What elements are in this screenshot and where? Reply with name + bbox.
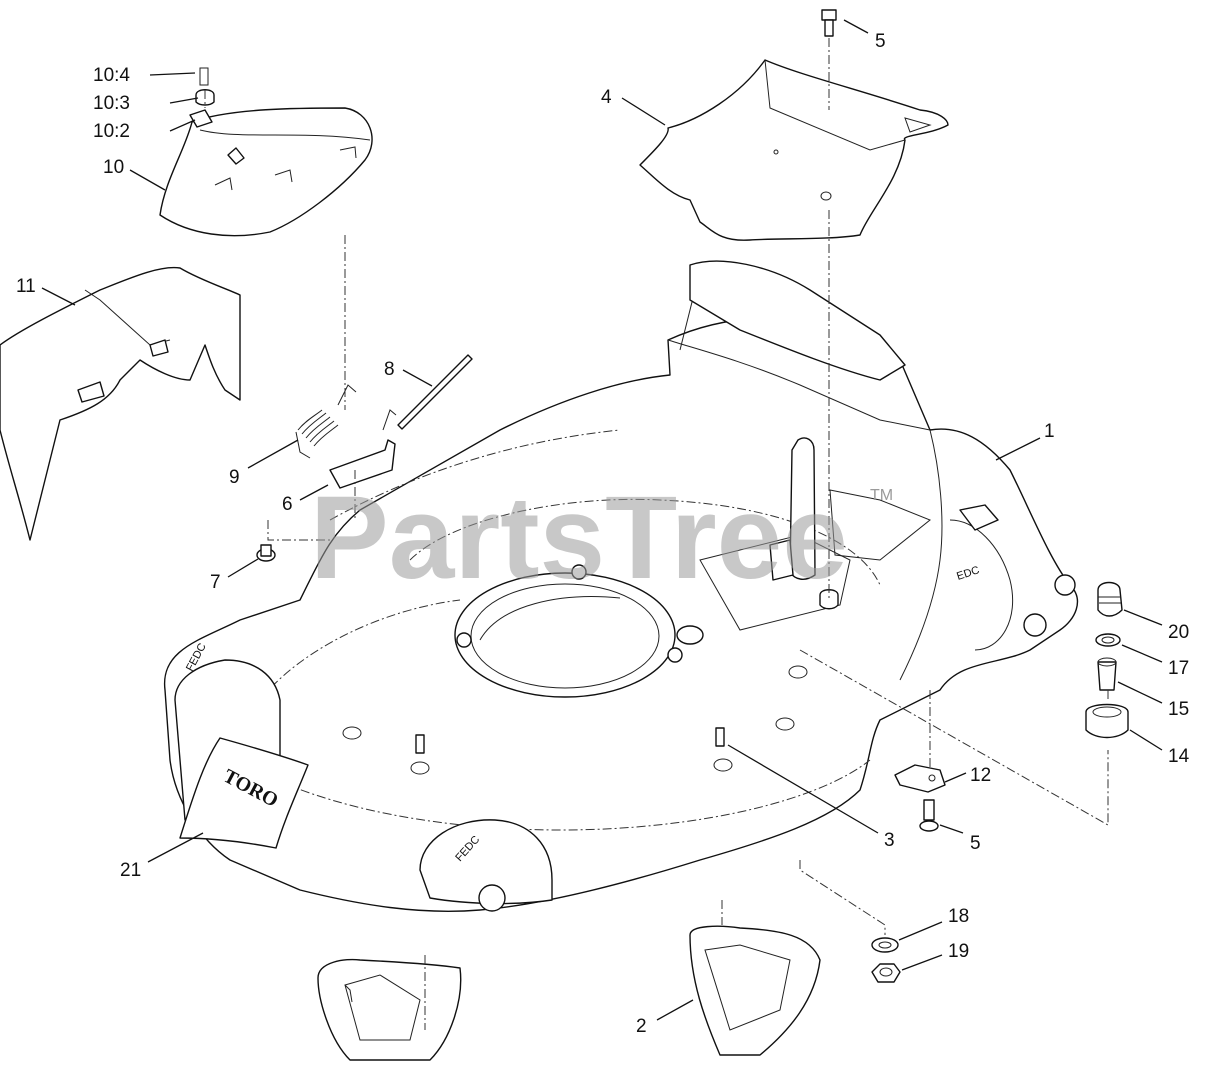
callout-17: 17 xyxy=(1168,658,1189,679)
callout-2: 2 xyxy=(636,1016,647,1037)
hinge-bracket[interactable] xyxy=(329,409,397,489)
deck-housing[interactable]: FEDC FEDC EDC xyxy=(163,260,1079,912)
washer-17[interactable] xyxy=(1095,633,1121,647)
side-deflector[interactable] xyxy=(0,266,241,541)
callout-19: 19 xyxy=(948,941,969,962)
hinge-spring[interactable] xyxy=(295,384,357,459)
callout-labels: 5 4 10:4 10:3 10:2 10 11 8 9 6 7 1 20 17… xyxy=(16,31,1190,1037)
callout-10-2: 10:2 xyxy=(93,121,130,142)
rear-shield[interactable] xyxy=(639,59,949,241)
callout-6: 6 xyxy=(282,494,293,515)
wheel-guard-right[interactable] xyxy=(689,925,821,1056)
washer-18[interactable] xyxy=(871,937,899,953)
watermark-tm: TM xyxy=(870,487,893,504)
watermark-text: PartsTree xyxy=(310,472,848,604)
callout-20: 20 xyxy=(1168,622,1189,643)
callout-12: 12 xyxy=(970,765,991,786)
callout-5-top: 5 xyxy=(875,31,886,52)
callout-7: 7 xyxy=(210,572,221,593)
bracket-12[interactable] xyxy=(894,764,946,793)
wheel-guard-left[interactable] xyxy=(317,958,462,1061)
callout-18: 18 xyxy=(948,906,969,927)
screw-3[interactable] xyxy=(415,727,725,754)
hinge-rod[interactable] xyxy=(397,354,473,430)
callout-10-4: 10:4 xyxy=(93,65,130,86)
watermark: PartsTree TM xyxy=(310,472,893,604)
callout-1: 1 xyxy=(1044,421,1055,442)
callout-10: 10 xyxy=(103,157,124,178)
callout-10-3: 10:3 xyxy=(93,93,130,114)
callout-15: 15 xyxy=(1168,699,1189,720)
screw-5-bottom[interactable] xyxy=(919,799,939,832)
washout-port-20[interactable] xyxy=(1097,581,1123,617)
callout-11: 11 xyxy=(16,276,36,297)
callout-4: 4 xyxy=(601,87,612,108)
callout-3: 3 xyxy=(884,830,895,851)
screw-5-top[interactable] xyxy=(821,9,837,37)
callout-14: 14 xyxy=(1168,746,1190,767)
assembly-lines xyxy=(204,38,1109,1030)
nut-19[interactable] xyxy=(871,963,901,983)
screw-7[interactable] xyxy=(256,544,276,562)
nozzle-15[interactable] xyxy=(1097,657,1117,691)
toro-decal[interactable]: TORO xyxy=(179,737,309,849)
callout-9: 9 xyxy=(229,467,240,488)
cap-14[interactable] xyxy=(1085,703,1129,739)
top-cover[interactable] xyxy=(159,67,373,237)
callout-21: 21 xyxy=(120,860,141,881)
callout-8: 8 xyxy=(384,359,395,380)
leader-lines xyxy=(41,19,1163,1021)
callout-5-bottom: 5 xyxy=(970,833,981,854)
